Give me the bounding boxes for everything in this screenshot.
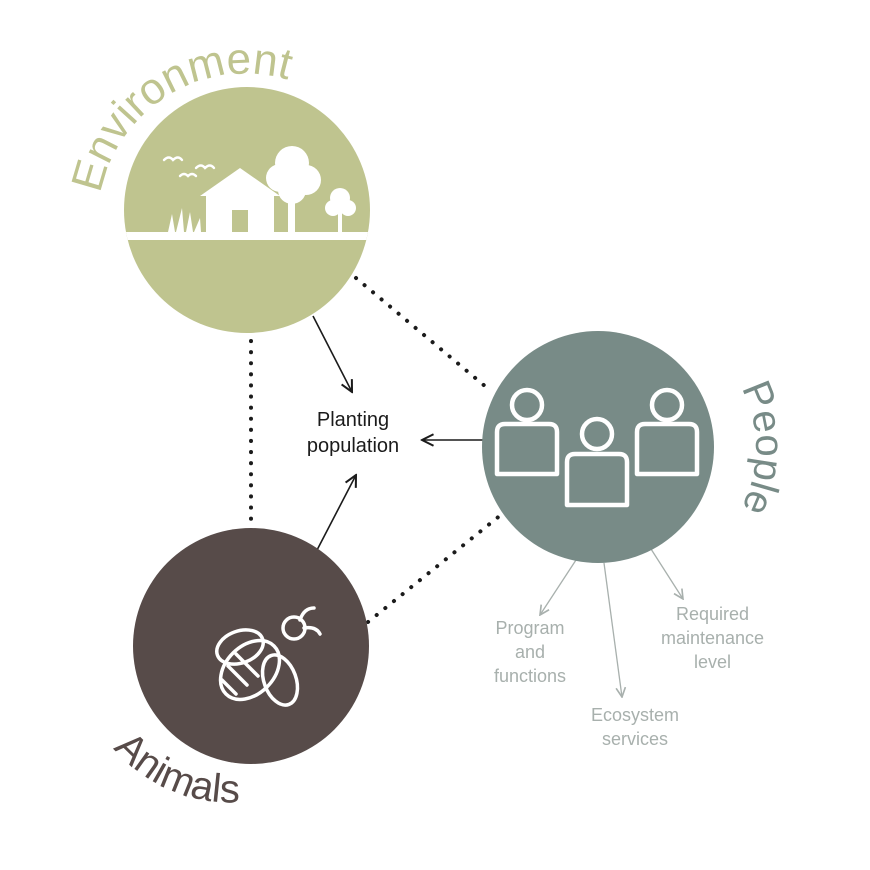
bee-icon (215, 606, 322, 707)
arrow-environment-to-center (312, 315, 352, 392)
dotted-link-animals-people (366, 512, 504, 624)
center-label-line-1: Planting (316, 409, 390, 431)
note-maint-line-1: Required (675, 604, 750, 624)
animals-circle (133, 528, 369, 764)
ground-divider (124, 232, 370, 240)
note-ecosystem-services: Ecosystem services (570, 703, 700, 751)
birds (162, 156, 216, 178)
note-program-line-1: Program (495, 618, 565, 638)
three-people-icon (494, 387, 700, 508)
people-node: People (482, 331, 791, 563)
arrow-people-to-program (540, 559, 577, 615)
note-maint-line-2: maintenance (660, 628, 765, 648)
center-label-line-2: population (306, 435, 400, 457)
note-maintenance-level: Required maintenance level (640, 602, 785, 674)
arrow-animals-to-center (315, 475, 356, 553)
arrow-people-to-ecosystem (603, 562, 622, 697)
animals-node: Animals (107, 528, 369, 812)
people-label: People (733, 375, 791, 522)
planting-population-label: Planting population (268, 407, 438, 459)
note-program-line-3: functions (493, 666, 567, 686)
arrow-people-to-maintenance (650, 548, 683, 599)
dotted-link-env-people (354, 276, 494, 394)
environment-node: Environment (62, 34, 370, 333)
note-eco-line-1: Ecosystem (590, 705, 680, 725)
note-maint-line-3: level (693, 652, 732, 672)
note-eco-line-2: services (601, 729, 668, 749)
note-program-line-2: and (514, 642, 546, 662)
house-trees-birds-icon (168, 146, 356, 232)
note-program-functions: Program and functions (470, 616, 590, 688)
